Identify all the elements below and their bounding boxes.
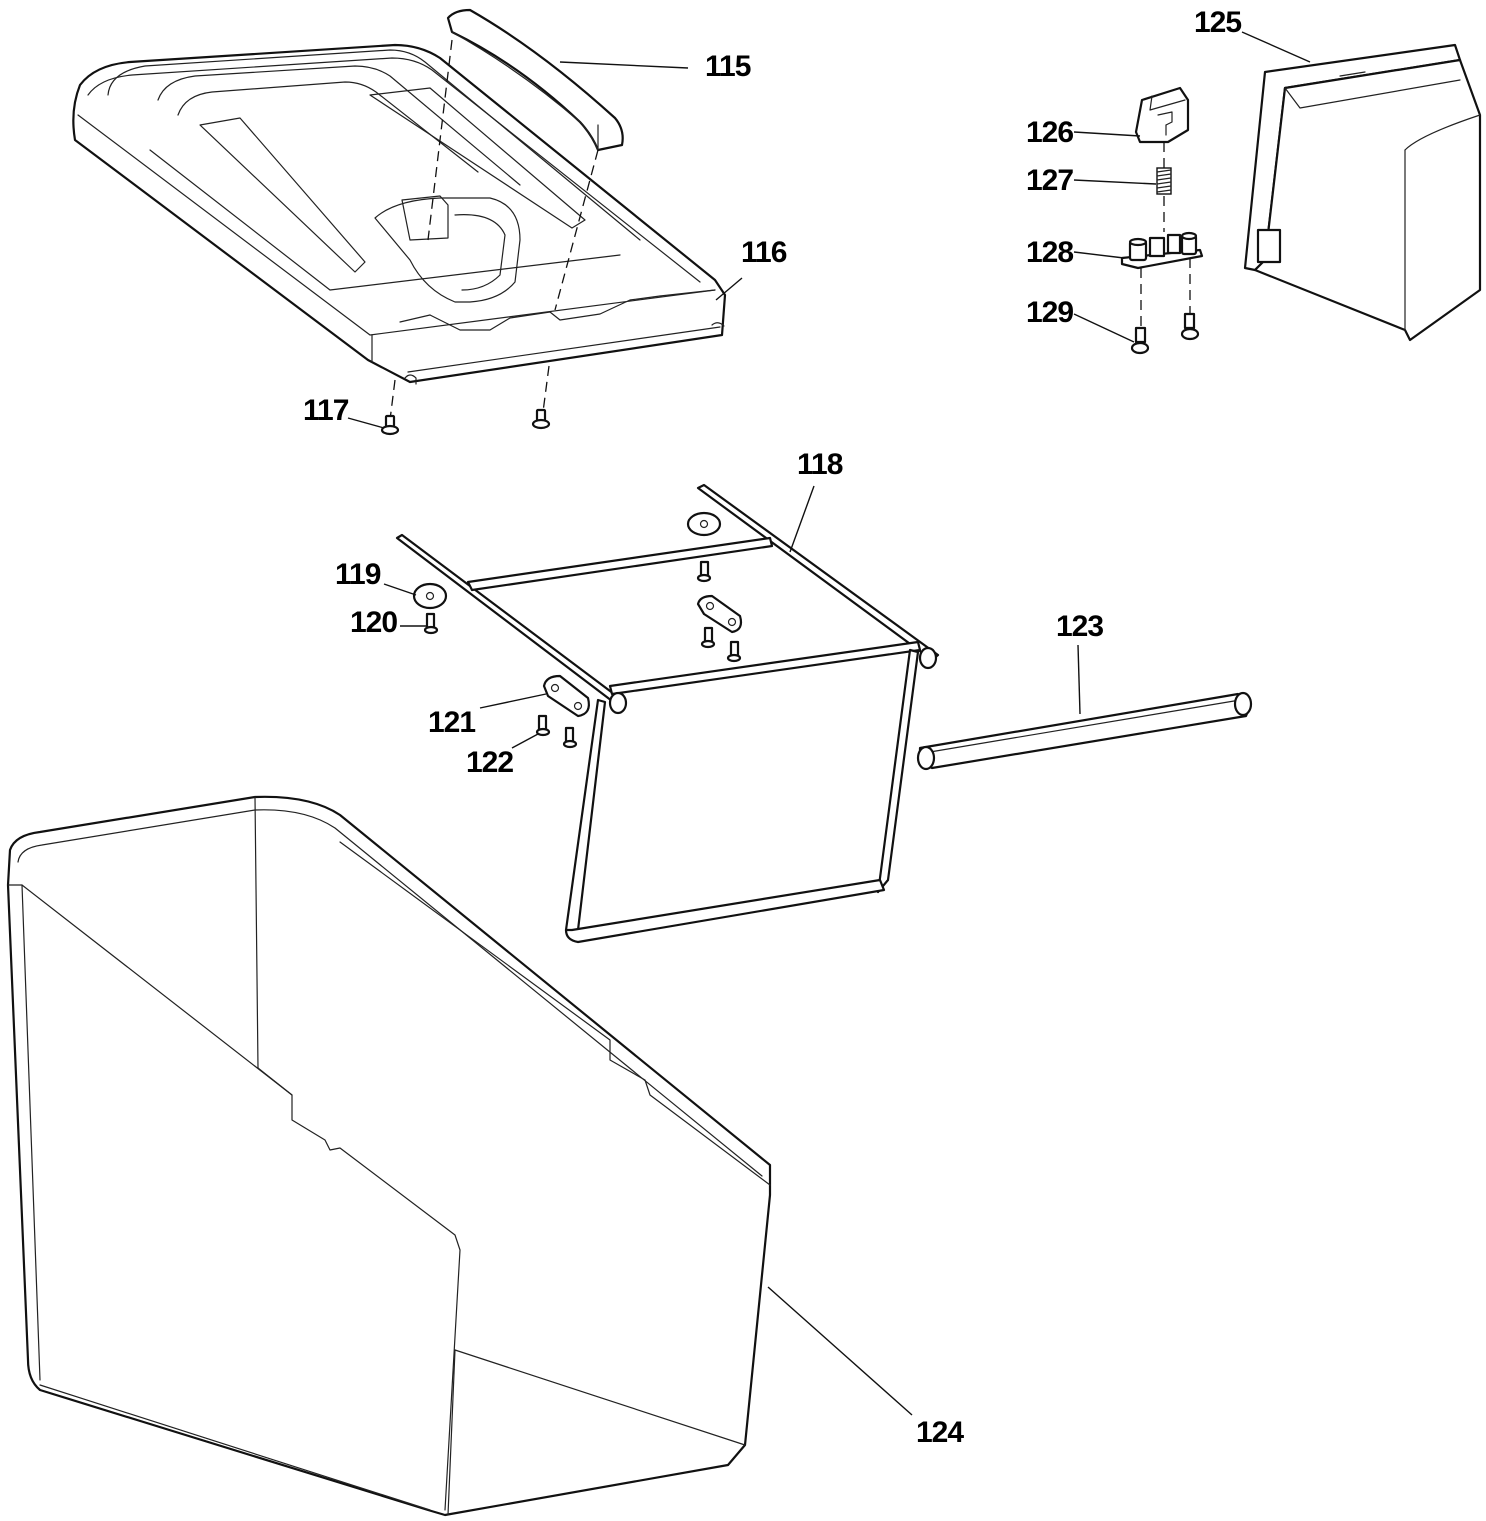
top-cover-116[interactable] [72, 43, 727, 385]
handle-grip-115[interactable] [446, 8, 624, 152]
callout-129: 129 [1026, 296, 1073, 329]
rear-flap-125[interactable] [1243, 43, 1482, 342]
callout-118: 118 [797, 448, 843, 481]
callout-123: 123 [1056, 610, 1103, 643]
spring-127[interactable] [1156, 167, 1172, 195]
callout-116: 116 [741, 236, 787, 269]
callout-121: 121 [428, 706, 475, 739]
callout-124: 124 [916, 1416, 964, 1449]
washer-119[interactable] [412, 582, 448, 610]
callout-125: 125 [1194, 6, 1241, 39]
callout-126: 126 [1026, 116, 1073, 149]
screw-129[interactable] [1130, 312, 1200, 355]
callout-115: 115 [705, 50, 751, 83]
callout-128: 128 [1026, 236, 1073, 269]
plate-121[interactable] [542, 674, 590, 718]
bag-basket-124[interactable] [6, 795, 772, 1517]
screw-117[interactable] [380, 408, 551, 436]
frame-screws[interactable] [696, 560, 742, 663]
channel-bar-123[interactable] [916, 691, 1253, 771]
callout-127: 127 [1026, 164, 1073, 197]
callout-122: 122 [466, 746, 513, 779]
callout-120: 120 [350, 606, 397, 639]
latch-base-128[interactable] [1120, 231, 1204, 270]
screw-122[interactable] [535, 714, 578, 749]
callout-117: 117 [303, 394, 349, 427]
callout-119: 119 [335, 558, 381, 591]
frame-118[interactable] [395, 483, 940, 944]
screw-120[interactable] [423, 612, 439, 635]
latch-126[interactable] [1134, 86, 1190, 144]
